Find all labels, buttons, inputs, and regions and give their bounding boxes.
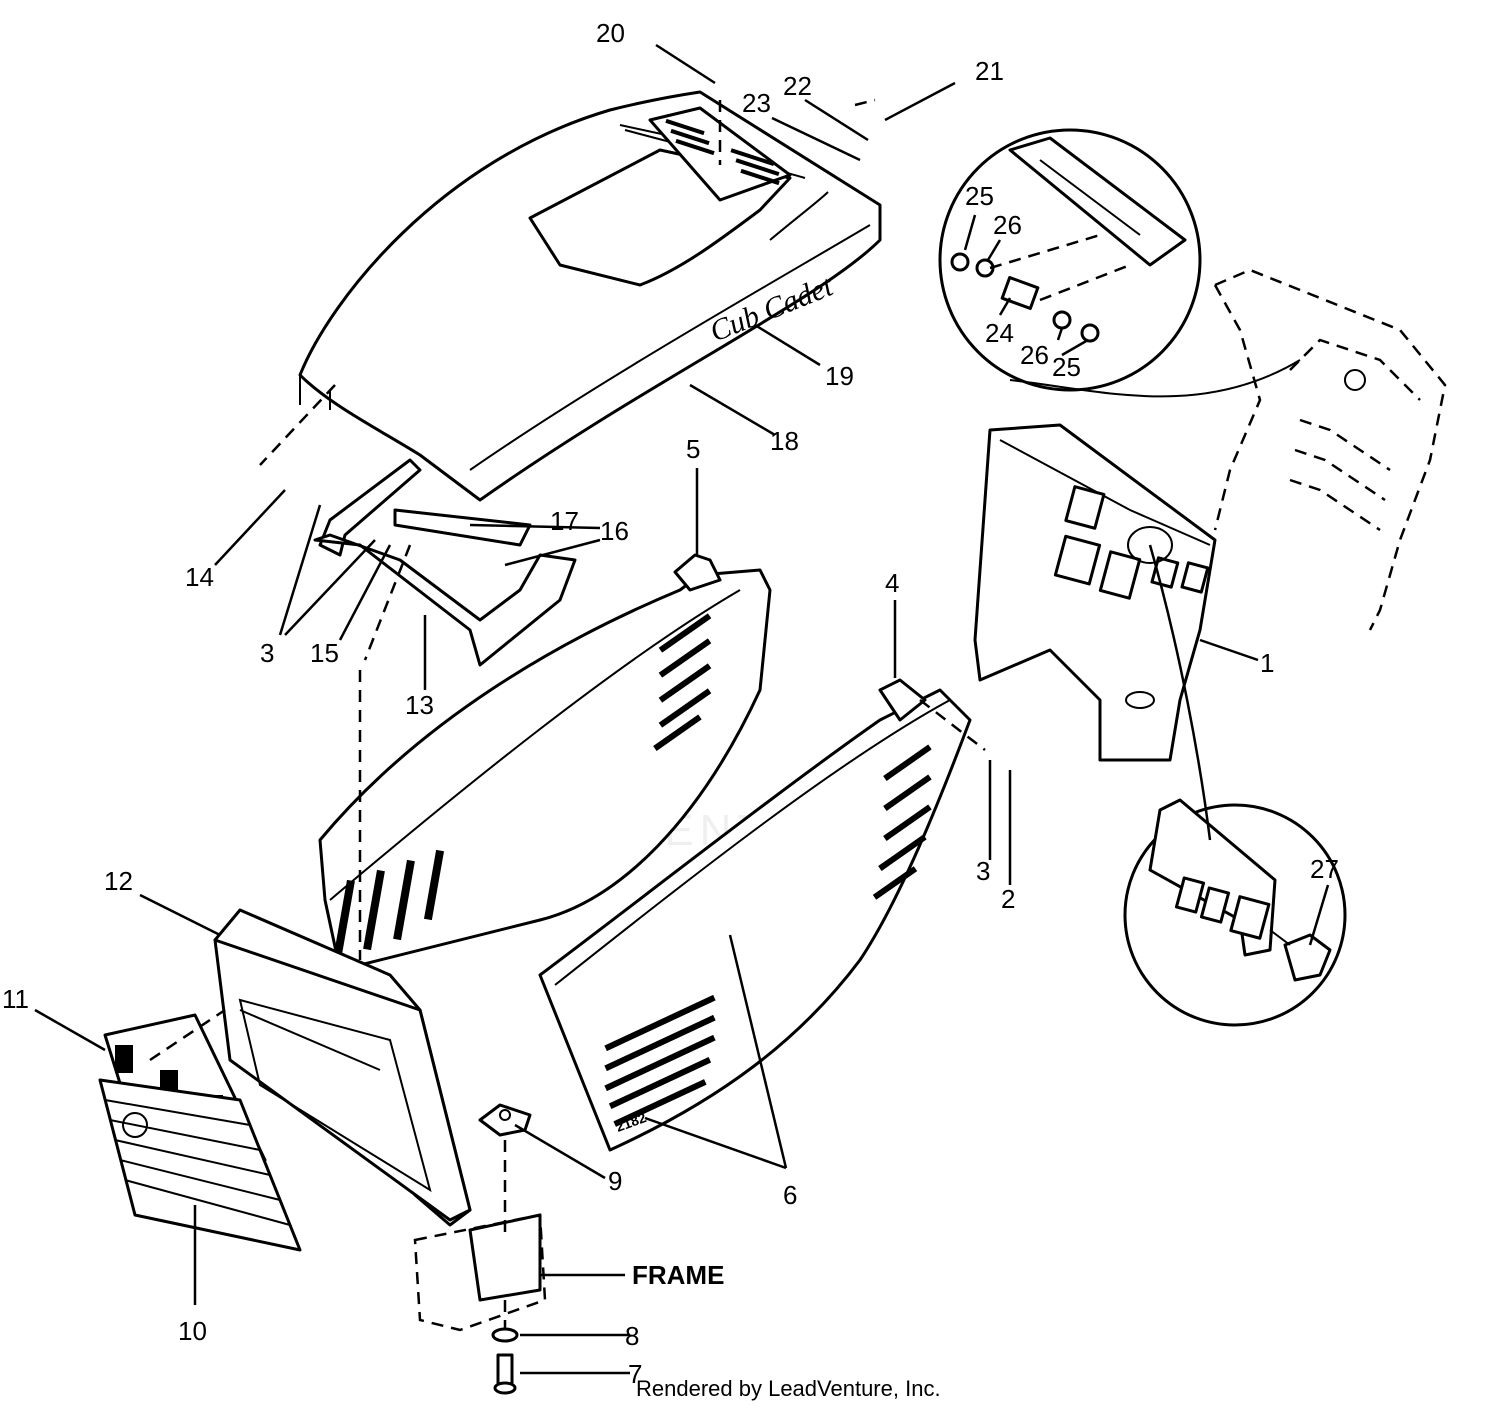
detail-circle-hood-latch [938,128,1301,398]
callout-26-top: 26 [993,210,1022,240]
callout-6: 6 [783,1180,797,1210]
dash-panel [973,423,1217,762]
callout-16: 16 [600,516,629,546]
frame-label: FRAME [632,1260,724,1290]
callout-27: 27 [1310,854,1339,884]
callout-3-left: 3 [260,638,274,668]
callout-leaders [34,43,1330,1375]
callout-7: 7 [628,1359,642,1389]
side-panel-right: 2182 [538,678,972,1152]
dash-assembly-reference [1213,268,1447,631]
callout-3-right: 3 [976,856,990,886]
bolt-hardware [491,1327,519,1395]
callout-19: 19 [825,361,854,391]
front-grille [98,1078,302,1252]
callout-2: 2 [1001,884,1015,914]
callout-22: 22 [783,71,812,101]
tractor-frame-section [413,1213,547,1332]
callout-12: 12 [104,866,133,896]
callout-11: 11 [2,984,29,1014]
callout-20: 20 [596,18,625,48]
callout-17: 17 [550,506,579,536]
callout-5: 5 [686,434,700,464]
grille-frame [213,908,472,1227]
callout-1: 1 [1260,648,1274,678]
side-panel-left [318,553,772,972]
assembly-guide-lines [149,98,986,1330]
callout-9: 9 [608,1166,622,1196]
callout-14: 14 [185,562,214,592]
callout-24: 24 [985,318,1014,348]
callout-labels: 20 21 22 23 25 26 24 26 25 19 18 5 17 16… [2,18,1339,1389]
hood-hinge-brackets [313,458,577,667]
callout-4: 4 [885,568,899,598]
callout-25-bottom: 25 [1052,352,1081,382]
detail-circle-dash-hinge [1123,798,1347,1027]
callout-23: 23 [742,88,771,118]
callout-13: 13 [405,690,434,720]
callout-18: 18 [770,426,799,456]
callout-21: 21 [975,56,1004,86]
footer-credit: Rendered by LeadVenture, Inc. [636,1376,941,1401]
callout-15: 15 [310,638,339,668]
callout-25-top: 25 [965,181,994,211]
callout-10: 10 [178,1316,207,1346]
detail-connector-line [1148,544,1212,841]
callout-8: 8 [625,1321,639,1351]
callout-26-bottom: 26 [1020,340,1049,370]
